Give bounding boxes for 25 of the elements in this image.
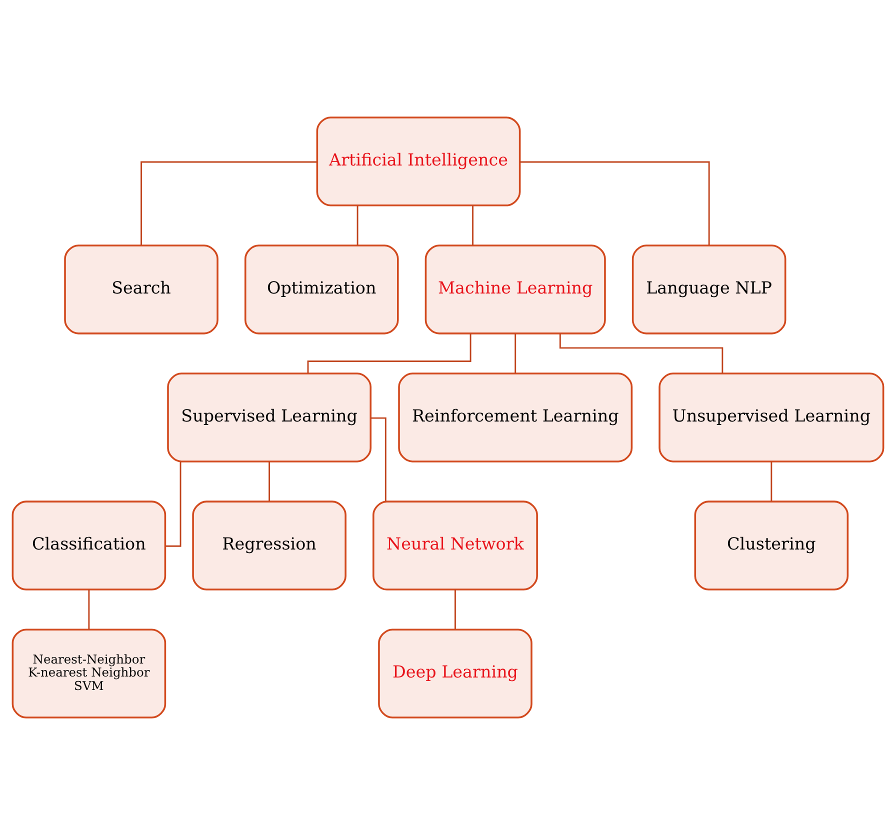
connector bbox=[356, 205, 358, 245]
connector bbox=[140, 160, 317, 245]
node-box: Language NLP bbox=[632, 244, 786, 334]
node-box: Neural Network bbox=[372, 500, 538, 590]
node-box: Optimization bbox=[244, 244, 399, 334]
node-box: Deep Learning bbox=[378, 628, 532, 718]
node-box: Supervised Learning bbox=[167, 372, 372, 462]
node-box: Reinforcement Learning bbox=[398, 372, 633, 462]
node-box: Classification bbox=[12, 500, 166, 590]
node-box: Clustering bbox=[694, 500, 849, 590]
node-box: Artificial Intelligence bbox=[316, 116, 521, 206]
node-box: Machine Learning bbox=[424, 244, 606, 334]
connector bbox=[520, 160, 710, 245]
connector bbox=[88, 589, 90, 629]
connector bbox=[370, 416, 386, 501]
node-box: Nearest-Neighbor K-nearest Neighbor SVM bbox=[12, 628, 166, 718]
connector bbox=[770, 461, 772, 501]
connector bbox=[307, 333, 472, 373]
connector bbox=[454, 589, 456, 629]
connector bbox=[514, 333, 516, 373]
node-box: Unsupervised Learning bbox=[658, 372, 884, 462]
connector bbox=[472, 205, 474, 245]
node-box: Regression bbox=[192, 500, 346, 590]
node-box: Search bbox=[64, 244, 218, 334]
connector bbox=[268, 461, 270, 501]
